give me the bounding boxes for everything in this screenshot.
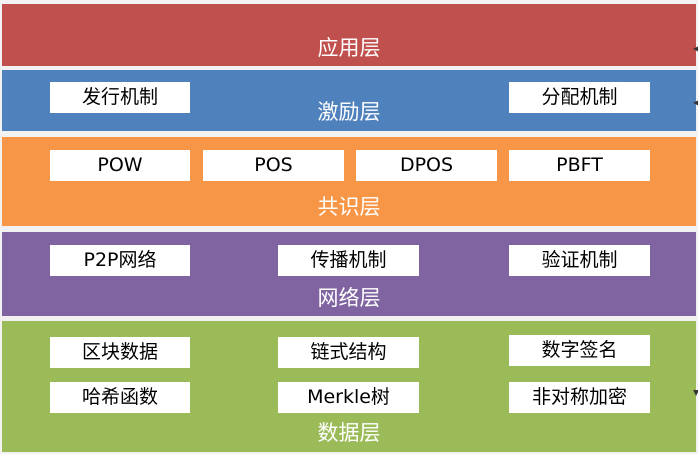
data-item-asymmetric-encryption: 非对称加密 — [509, 382, 650, 413]
network-item-propagation: 传播机制 — [278, 245, 419, 276]
network-layer: P2P网络 传播机制 验证机制 网络层 — [2, 232, 696, 316]
data-item-digital-signature: 数字签名 — [509, 335, 650, 366]
network-item-verification: 验证机制 — [509, 245, 650, 276]
data-item-hash-function: 哈希函数 — [50, 382, 190, 413]
edge-arrow-icon: ▼ — [693, 390, 698, 396]
data-item-block-data: 区块数据 — [50, 337, 190, 368]
incentive-item-distribution: 分配机制 — [509, 82, 650, 113]
consensus-item-dpos: DPOS — [356, 150, 497, 181]
incentive-item-issuance: 发行机制 — [50, 82, 190, 113]
network-layer-title: 网络层 — [317, 286, 381, 310]
application-layer-title: 应用层 — [317, 36, 381, 60]
consensus-item-pow: POW — [50, 150, 190, 181]
edge-arrow-icon: ◀ — [693, 100, 698, 106]
incentive-layer-title: 激励层 — [317, 100, 381, 124]
data-item-chain-structure: 链式结构 — [278, 337, 419, 368]
edge-arrow-icon: ◀ — [693, 46, 698, 52]
network-item-p2p: P2P网络 — [50, 245, 190, 276]
data-layer: 区块数据 链式结构 数字签名 哈希函数 Merkle树 非对称加密 数据层 — [2, 321, 696, 452]
application-layer: 应用层 — [2, 4, 696, 66]
consensus-item-pos: POS — [203, 150, 344, 181]
consensus-layer-title: 共识层 — [317, 195, 381, 219]
data-layer-title: 数据层 — [317, 421, 381, 445]
consensus-item-pbft: PBFT — [509, 150, 650, 181]
data-item-merkle-tree: Merkle树 — [278, 382, 419, 413]
incentive-layer: 发行机制 分配机制 激励层 — [2, 70, 696, 131]
consensus-layer: POW POS DPOS PBFT 共识层 — [2, 137, 696, 226]
